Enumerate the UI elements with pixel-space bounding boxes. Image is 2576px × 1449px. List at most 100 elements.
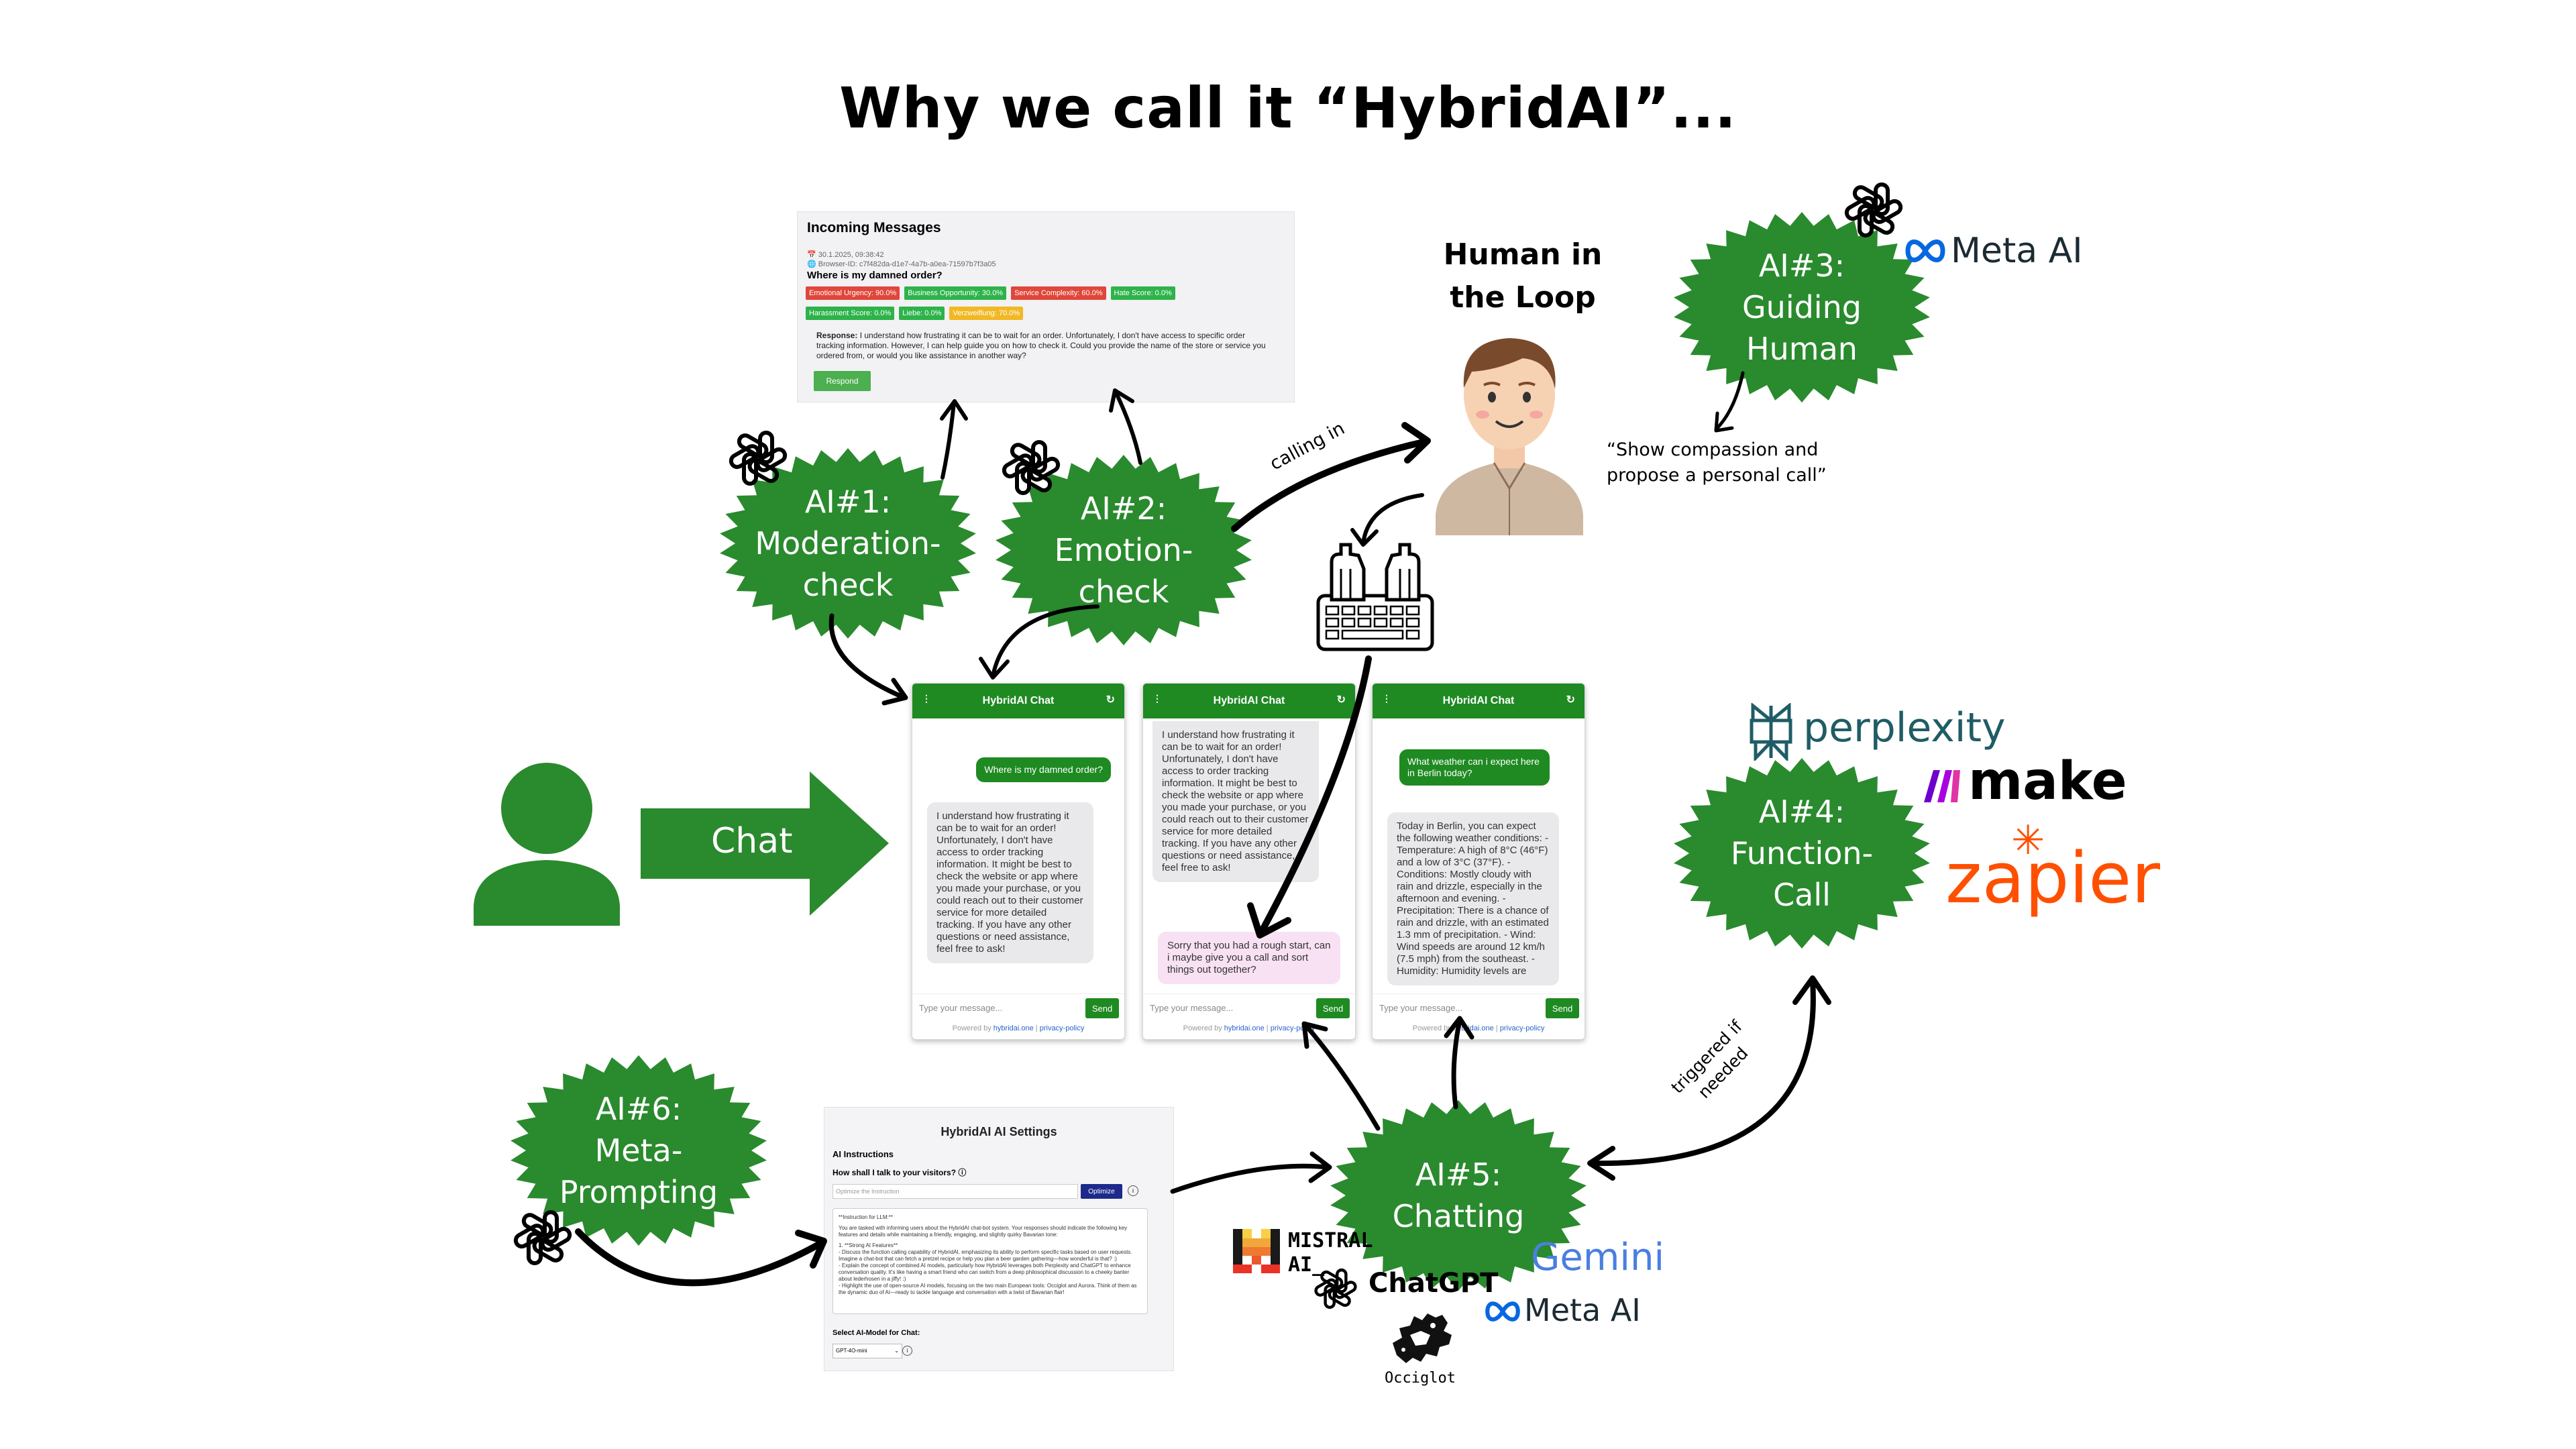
badge-ai6-meta-prompting: AI#6: Meta- Prompting bbox=[504, 1050, 773, 1251]
badge-line: Emotion- bbox=[1054, 532, 1193, 568]
perplexity-icon bbox=[1750, 703, 1792, 761]
send-button[interactable]: Send bbox=[1085, 998, 1119, 1018]
send-button[interactable]: Send bbox=[1316, 998, 1350, 1018]
badge-line: Guiding bbox=[1742, 289, 1862, 325]
chat-arrow-label: Chat bbox=[711, 821, 793, 861]
badge-line: check bbox=[1078, 574, 1169, 610]
footer-prefix: Powered by bbox=[952, 1024, 991, 1032]
model-label: Select AI-Model for Chat: bbox=[833, 1329, 920, 1337]
optimize-input[interactable]: Optimize the Instruction bbox=[833, 1184, 1078, 1199]
instructions-textarea[interactable]: **Instruction for LLM:** You are tasked … bbox=[833, 1208, 1148, 1314]
chat-window-2: ⋮ HybridAI Chat ↻ I understand how frust… bbox=[1142, 683, 1356, 1040]
incoming-response: Response: I understand how frustrating i… bbox=[816, 331, 1273, 361]
chatgpt-icon bbox=[1314, 1268, 1357, 1309]
chat-window-3: ⋮ HybridAI Chat ↻ What weather can i exp… bbox=[1372, 683, 1585, 1040]
incoming-date: 📅 30.1.2025, 09:38:42 bbox=[807, 251, 884, 259]
openai-icon bbox=[513, 1210, 572, 1265]
info-icon[interactable]: i bbox=[902, 1346, 912, 1356]
footer-link-hybridai[interactable]: hybridai.one bbox=[993, 1024, 1034, 1032]
chat-menu-icon[interactable]: ⋮ bbox=[1382, 693, 1391, 704]
badge-shape bbox=[511, 1055, 767, 1246]
incoming-browser-id: 🌐 Browser-ID: c7f482da-d1e7-4a7b-a0ea-71… bbox=[807, 260, 996, 268]
ai-settings-panel: HybridAI AI Settings AI Instructions How… bbox=[824, 1107, 1174, 1371]
info-icon[interactable]: i bbox=[1128, 1185, 1138, 1196]
footer-separator: | bbox=[1035, 1024, 1038, 1032]
tag-service-complexity: Service Complexity: 60.0% bbox=[1011, 286, 1106, 300]
badge-shape bbox=[720, 448, 976, 639]
page-title: Why we call it “HybridAI”... bbox=[839, 75, 1737, 141]
chat-input-row: Type your message... Send bbox=[912, 994, 1124, 1024]
model-select[interactable]: GPT-4O-mini ⌄ bbox=[833, 1344, 902, 1358]
chat-footer: Powered by hybridai.one | privacy-policy bbox=[1373, 1024, 1585, 1032]
occiglot-label: Occiglot bbox=[1385, 1370, 1456, 1387]
badge-shape bbox=[996, 455, 1252, 645]
bot-message: I understand how frustrating it can be t… bbox=[1152, 721, 1319, 882]
chat-footer: Powered by hybridai.one | privacy-policy bbox=[912, 1024, 1124, 1032]
chat-menu-icon[interactable]: ⋮ bbox=[922, 693, 931, 704]
refresh-icon[interactable]: ↻ bbox=[1566, 694, 1575, 706]
badge-line: AI#2: bbox=[1080, 490, 1167, 527]
perplexity-label: perplexity bbox=[1803, 704, 2006, 751]
badge-shape bbox=[1674, 758, 1930, 949]
respond-button[interactable]: Respond bbox=[814, 371, 871, 391]
footer-link-privacy[interactable]: privacy-policy bbox=[1270, 1024, 1316, 1032]
message-input[interactable]: Type your message... bbox=[919, 1003, 1003, 1013]
user-icon bbox=[474, 763, 620, 926]
badge-line: Prompting bbox=[559, 1174, 718, 1210]
human-operator-illustration bbox=[1436, 338, 1583, 535]
chat-header-title: HybridAI Chat bbox=[1213, 695, 1285, 706]
badge-line: AI#3: bbox=[1758, 248, 1845, 284]
footer-link-hybridai[interactable]: hybridai.one bbox=[1224, 1024, 1265, 1032]
chevron-down-icon: ⌄ bbox=[894, 1348, 899, 1354]
refresh-icon[interactable]: ↻ bbox=[1336, 694, 1346, 706]
chat-input-row: Type your message... Send bbox=[1143, 994, 1355, 1024]
openai-icon bbox=[1002, 440, 1061, 495]
footer-separator: | bbox=[1266, 1024, 1269, 1032]
guide-quote-line: “Show compassion and bbox=[1607, 439, 1819, 460]
message-input[interactable]: Type your message... bbox=[1150, 1003, 1234, 1013]
send-button[interactable]: Send bbox=[1546, 998, 1579, 1018]
settings-section: AI Instructions bbox=[833, 1149, 894, 1159]
openai-icon bbox=[729, 431, 788, 486]
response-text: I understand how frustrating it can be t… bbox=[816, 331, 1266, 360]
instruction-line: - Explain the concept of combined AI mod… bbox=[839, 1263, 1131, 1282]
optimize-button[interactable]: Optimize bbox=[1081, 1184, 1122, 1199]
badge-line: Moderation- bbox=[755, 525, 941, 561]
chat-window-1: ⋮ HybridAI Chat ↻ Where is my damned ord… bbox=[912, 683, 1125, 1040]
user-message: What weather can i expect here in Berlin… bbox=[1399, 749, 1550, 786]
footer-link-hybridai[interactable]: hybridai.one bbox=[1453, 1024, 1494, 1032]
chat-body: Where is my damned order? I understand h… bbox=[912, 718, 1124, 994]
footer-prefix: Powered by bbox=[1412, 1024, 1452, 1032]
mistral-icon bbox=[1233, 1229, 1280, 1273]
meta-infinity-icon bbox=[1905, 239, 1945, 262]
make-label: make bbox=[1968, 751, 2127, 812]
badge-line: AI#1: bbox=[804, 484, 892, 520]
footer-link-privacy[interactable]: privacy-policy bbox=[1499, 1024, 1545, 1032]
badge-line: AI#6: bbox=[595, 1091, 682, 1127]
badge-ai3-guiding: AI#3: Guiding Human bbox=[1668, 207, 1936, 408]
response-label: Response: bbox=[816, 331, 858, 340]
human-loop-line: Human in bbox=[1443, 237, 1603, 272]
zapier-asterisk-icon: ✳ bbox=[2011, 817, 2045, 864]
badge-ai1-moderation: AI#1: Moderation- check bbox=[714, 443, 982, 644]
message-input[interactable]: Type your message... bbox=[1379, 1003, 1463, 1013]
make-icon bbox=[1924, 770, 1960, 802]
incoming-messages-panel: Incoming Messages 📅 30.1.2025, 09:38:42 … bbox=[797, 211, 1295, 402]
model-select-value: GPT-4O-mini bbox=[836, 1348, 867, 1354]
triggered-label: triggered if needed bbox=[1666, 1016, 1764, 1114]
meta-ai-label: Meta AI bbox=[1524, 1292, 1641, 1328]
footer-link-privacy[interactable]: privacy-policy bbox=[1039, 1024, 1085, 1032]
badge-shape bbox=[1674, 212, 1930, 402]
chat-body: I understand how frustrating it can be t… bbox=[1143, 718, 1355, 994]
calling-in-label: calling in bbox=[1267, 418, 1348, 475]
chat-menu-icon[interactable]: ⋮ bbox=[1152, 693, 1162, 704]
chat-header: ⋮ HybridAI Chat ↻ bbox=[912, 684, 1124, 718]
footer-prefix: Powered by bbox=[1183, 1024, 1222, 1032]
chat-header-title: HybridAI Chat bbox=[1442, 695, 1515, 706]
badge-line: check bbox=[802, 567, 894, 603]
mistral-label: MISTRAL AI_ bbox=[1288, 1229, 1373, 1277]
badge-line: Human bbox=[1746, 331, 1858, 367]
refresh-icon[interactable]: ↻ bbox=[1106, 694, 1115, 706]
mistral-line: AI_ bbox=[1288, 1253, 1325, 1277]
